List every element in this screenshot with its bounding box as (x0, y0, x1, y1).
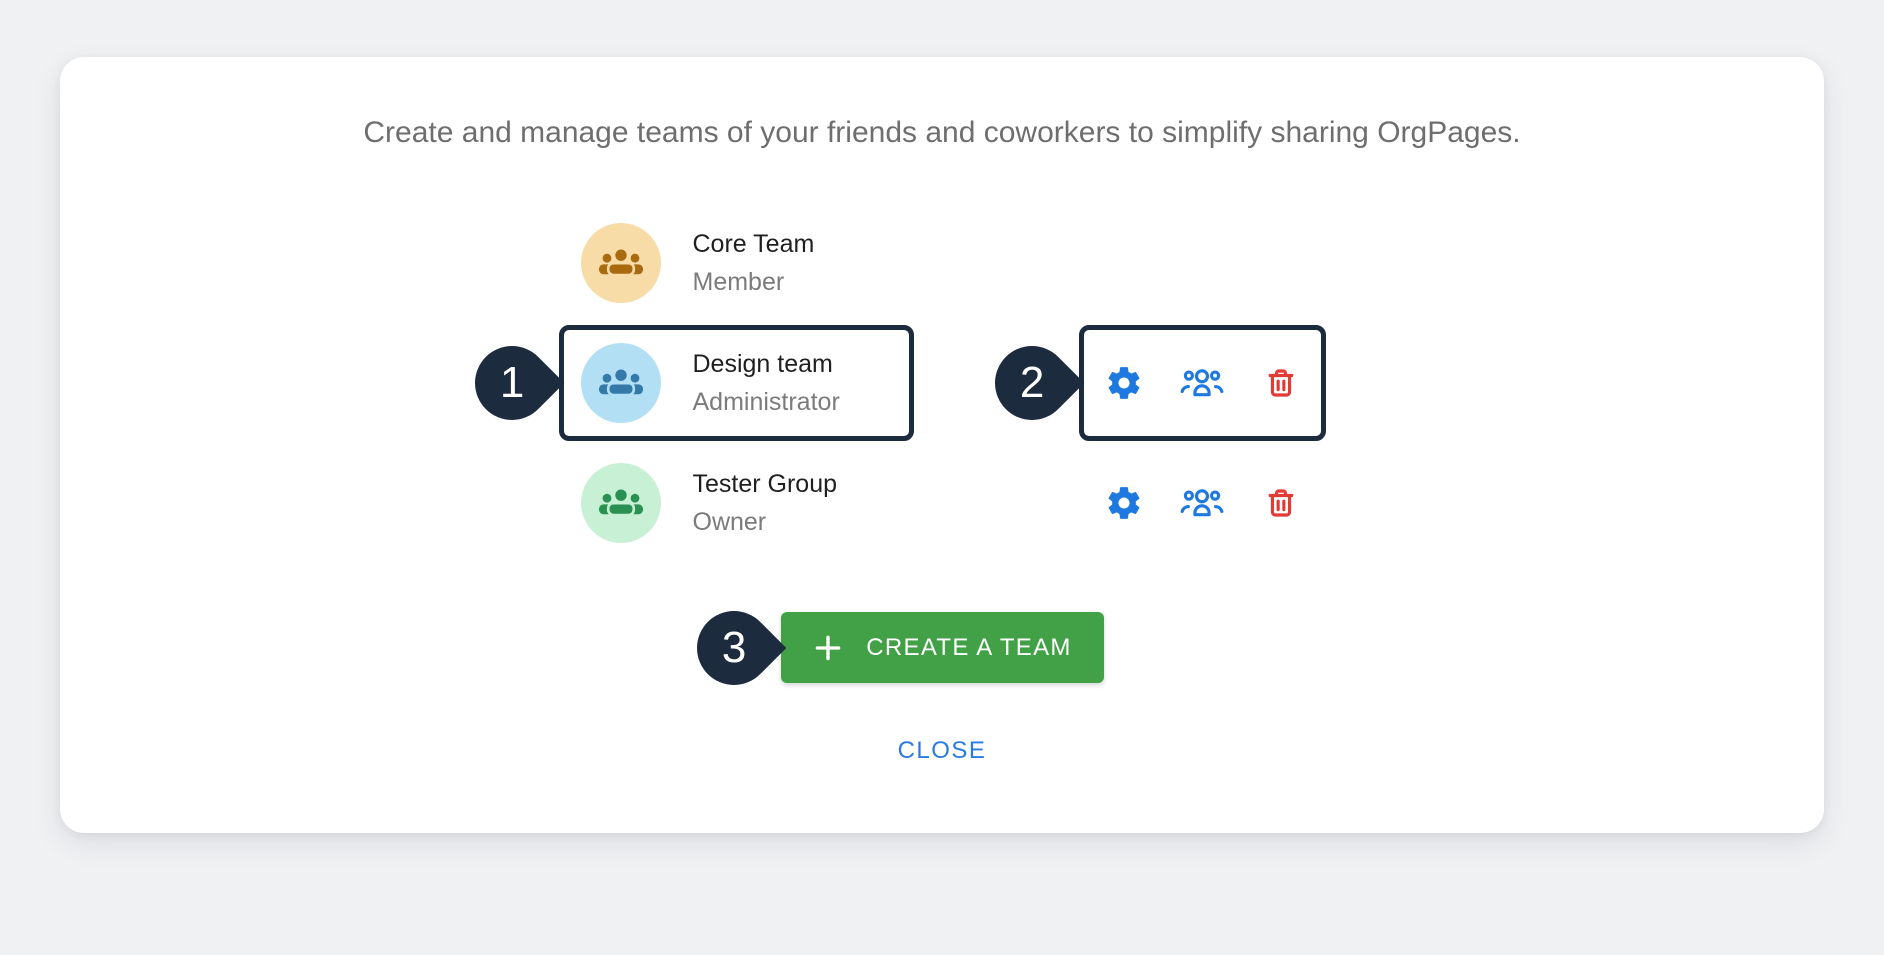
row-spacer (914, 383, 1079, 384)
row-spacer (914, 503, 1079, 504)
create-team-button[interactable]: CREATE A TEAM (780, 612, 1104, 683)
callout-number: 3 (721, 622, 746, 672)
dialog-description: Create and manage teams of your friends … (363, 116, 1521, 149)
people-group-icon (598, 248, 643, 275)
create-team-label: CREATE A TEAM (866, 633, 1072, 661)
team-avatar (580, 463, 661, 543)
team-settings-button[interactable] (1101, 482, 1147, 524)
team-delete-button[interactable] (1258, 482, 1304, 524)
close-area: CLOSE (60, 737, 1824, 765)
team-name: Tester Group (692, 470, 838, 498)
team-delete-button[interactable] (1258, 362, 1304, 404)
team-avatar (580, 343, 661, 423)
trash-icon (1268, 489, 1293, 517)
team-row: 1 Design team Administrator 2 (459, 325, 1326, 441)
people-group-icon (598, 488, 643, 515)
close-button[interactable]: CLOSE (897, 737, 987, 764)
team-actions-design-team: 2 (979, 325, 1326, 441)
team-row: Core Team Member (559, 215, 1326, 311)
people-group-outline-icon (1180, 489, 1224, 517)
team-info-tester-group[interactable]: Tester Group Owner (559, 455, 914, 551)
callout-badge-3: 3 (681, 595, 786, 700)
callout-number: 1 (499, 357, 524, 407)
team-text: Design team Administrator (693, 345, 840, 421)
gear-icon (1108, 487, 1139, 519)
team-settings-button[interactable] (1101, 362, 1147, 404)
team-actions-tester-group (1079, 455, 1326, 551)
team-members-button[interactable] (1179, 362, 1225, 404)
team-info-core-team[interactable]: Core Team Member (559, 215, 914, 311)
team-info-design-team[interactable]: 1 Design team Administrator (459, 325, 914, 441)
team-text: Core Team Member (693, 225, 815, 301)
trash-icon (1268, 369, 1293, 397)
team-actions-empty (1079, 215, 1326, 311)
row-spacer (914, 263, 1079, 264)
team-avatar (580, 223, 661, 303)
callout-badge-1: 1 (459, 330, 564, 436)
team-name: Design team (692, 350, 833, 378)
create-team-area: 3 CREATE A TEAM (681, 595, 1104, 700)
team-role: Administrator (692, 388, 840, 416)
teams-dialog: Create and manage teams of your friends … (60, 57, 1824, 833)
plus-icon (815, 635, 841, 660)
team-name: Core Team (692, 230, 815, 258)
team-role: Member (692, 268, 785, 296)
team-role: Owner (692, 508, 767, 536)
team-row: Tester Group Owner (559, 455, 1326, 551)
gear-icon (1108, 367, 1139, 399)
people-group-outline-icon (1180, 369, 1224, 397)
team-list: Core Team Member 1 Design team Administr… (459, 215, 1326, 551)
team-members-button[interactable] (1179, 482, 1225, 524)
people-group-icon (598, 368, 643, 395)
team-text: Tester Group Owner (693, 465, 838, 541)
